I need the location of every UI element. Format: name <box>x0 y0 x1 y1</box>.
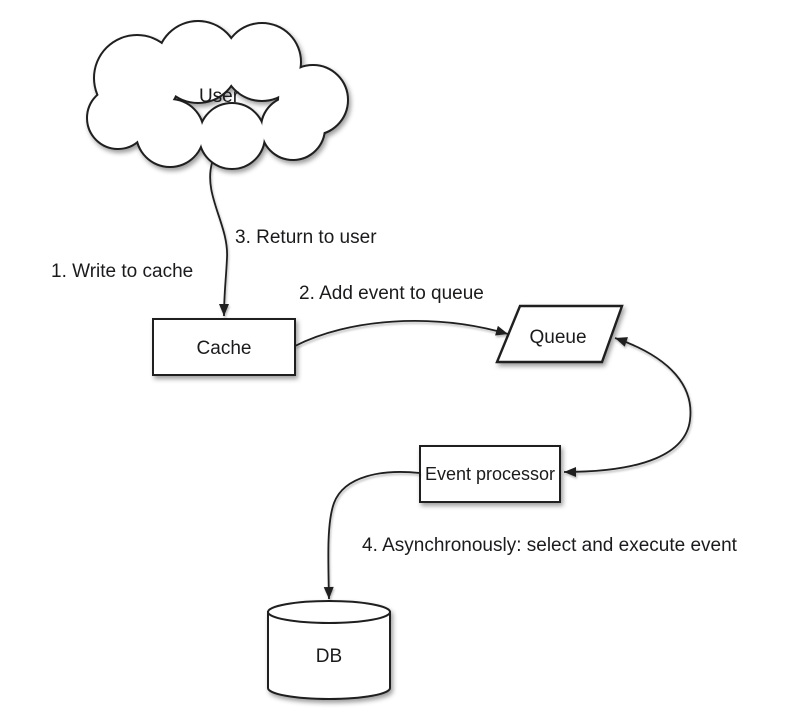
label-step-1-write-to-cache: 1. Write to cache <box>51 261 193 282</box>
user-label: User <box>199 86 240 107</box>
event-processor-label: Event processor <box>425 464 555 484</box>
arrow-queue-event-processor <box>563 337 692 477</box>
db-label: DB <box>316 646 342 667</box>
label-step-2-add-event-to-queue: 2. Add event to queue <box>299 283 484 304</box>
arrow-cache-to-queue <box>294 320 509 347</box>
label-step-4-async-select-execute: 4. Asynchronously: select and execute ev… <box>362 535 738 556</box>
queue-label: Queue <box>529 327 586 348</box>
user-cloud <box>86 20 349 170</box>
arrow-user-to-cache <box>209 162 230 317</box>
label-step-3-return-to-user: 3. Return to user <box>235 227 377 248</box>
arrow-event-processor-to-db <box>323 471 421 600</box>
cache-box <box>152 318 296 376</box>
db-cylinder <box>267 600 391 700</box>
cache-label: Cache <box>197 338 252 359</box>
event-processor-box <box>419 445 561 503</box>
